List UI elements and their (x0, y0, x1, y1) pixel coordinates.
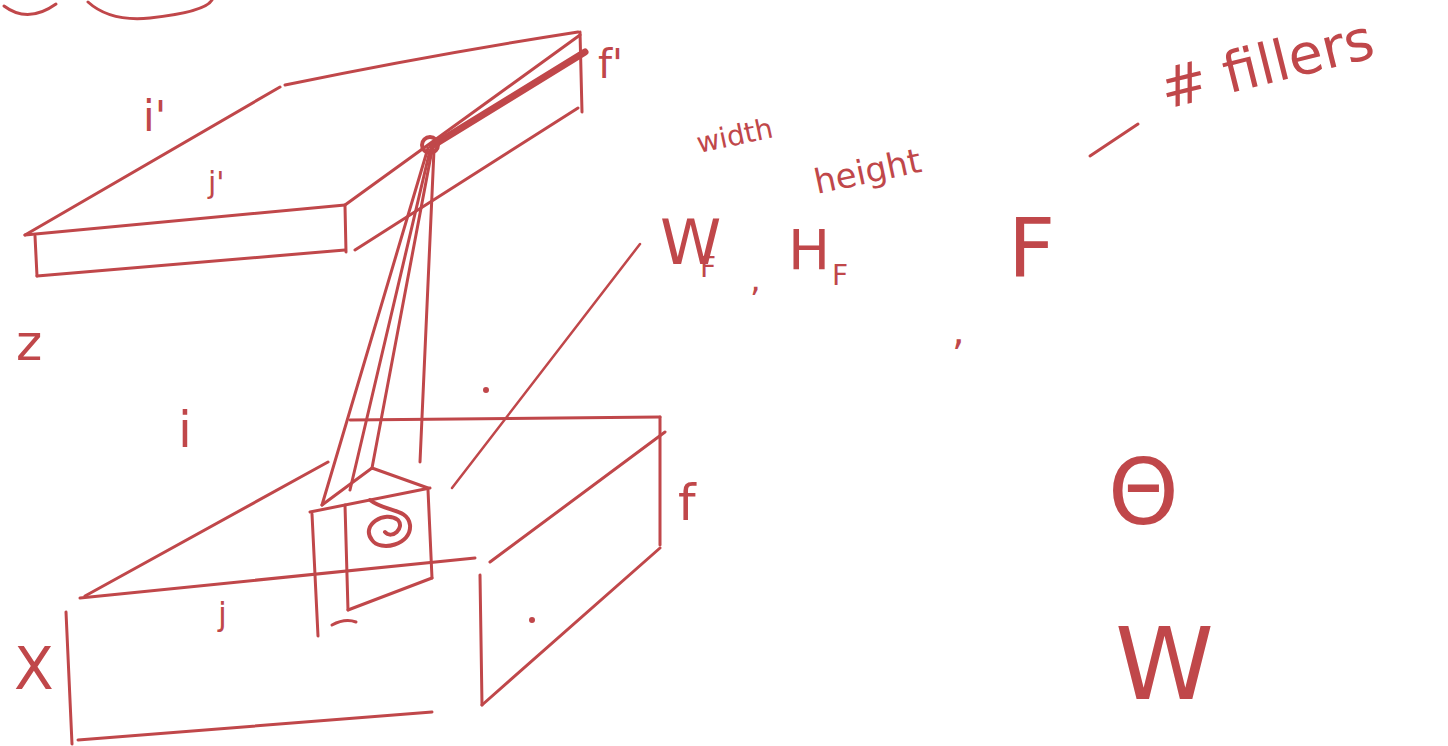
sketch-arc (88, 0, 212, 19)
handwritten-label: j' (208, 168, 225, 198)
handwritten-label: i' (143, 96, 166, 138)
sketch-arc (4, 4, 56, 15)
filter-window (310, 468, 432, 636)
handwritten-label: width (694, 115, 775, 158)
pen-dot (485, 389, 488, 392)
handwritten-label: f' (598, 44, 623, 84)
filter-axis (432, 52, 585, 146)
handwritten-label: Θ (1108, 448, 1179, 538)
handwritten-label: F (700, 254, 716, 282)
handwritten-label: # fillers (1154, 11, 1379, 118)
handwritten-label: H (788, 222, 830, 278)
handwritten-label: z (16, 318, 42, 368)
pen-dot (531, 619, 534, 622)
handwritten-label: F (1008, 208, 1055, 290)
leader-line (452, 244, 640, 488)
handwritten-label: i (178, 405, 192, 455)
handwritten-label: X (14, 640, 54, 698)
dash-stroke (1090, 124, 1138, 156)
handwritten-label: , (750, 262, 761, 296)
handwritten-label: j (218, 598, 227, 630)
handwritten-label: height (811, 143, 924, 199)
output-volume (25, 32, 582, 276)
input-volume (66, 417, 665, 744)
handwritten-label: F (832, 262, 848, 290)
handwritten-label: , (952, 310, 965, 350)
projection-lines (322, 148, 434, 505)
handwritten-label: f (678, 478, 696, 528)
handwritten-label: W (1115, 615, 1214, 715)
